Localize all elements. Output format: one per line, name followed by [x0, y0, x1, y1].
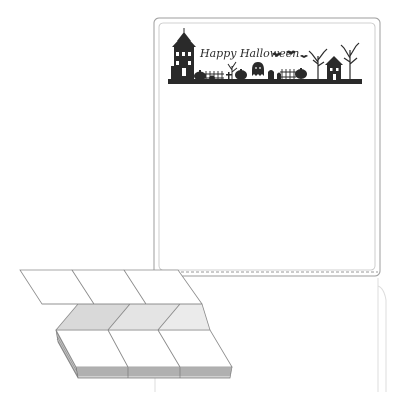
- bare-tree-icon: [227, 61, 238, 80]
- fanfold-stack: [19, 269, 233, 379]
- stack-top-labels: [55, 329, 233, 368]
- tombstone-icon: [226, 70, 281, 80]
- ghost-icon: [252, 62, 264, 76]
- unfolded-labels: [19, 269, 203, 305]
- banner-title: Happy Halloween: [199, 47, 299, 60]
- banner-ground: [168, 79, 362, 84]
- fence-icon: [204, 69, 296, 80]
- haunted-house-icon: [171, 28, 196, 80]
- label-cut-line: [158, 22, 376, 271]
- pumpkin-icon: [194, 68, 307, 81]
- haunted-house-icon: [325, 56, 343, 80]
- fold-sheet: [55, 303, 211, 331]
- halloween-banner: Happy Halloween: [168, 28, 362, 84]
- bat-icon: [272, 50, 308, 58]
- bare-tree-icon: [308, 42, 360, 80]
- stack-base: [75, 366, 233, 379]
